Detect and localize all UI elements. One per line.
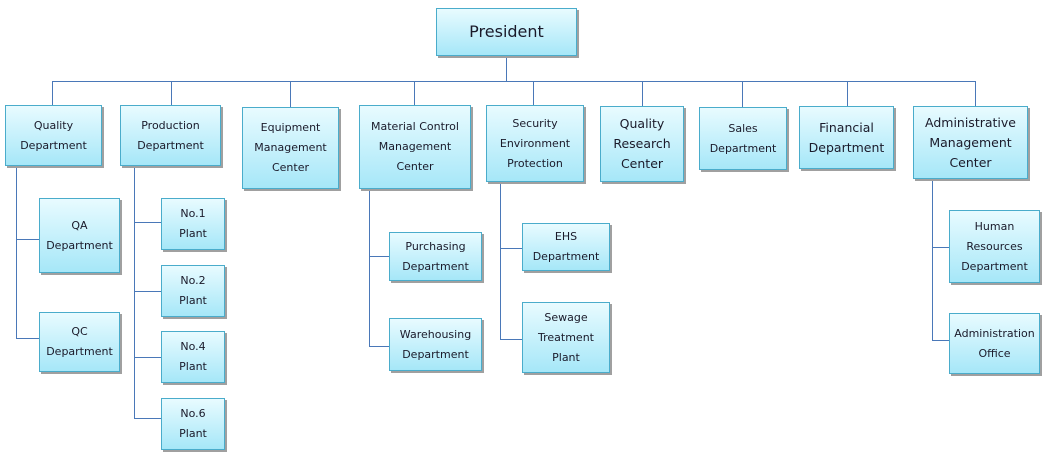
connector <box>847 81 848 106</box>
connector <box>642 81 643 106</box>
node-warehousing-department[interactable]: Warehousing Department <box>389 318 482 371</box>
connector <box>369 256 389 257</box>
connector <box>500 248 522 249</box>
connector <box>369 189 370 346</box>
node-no6-plant[interactable]: No.6 Plant <box>161 398 225 450</box>
node-president[interactable]: President <box>436 8 577 56</box>
node-purchasing-department[interactable]: Purchasing Department <box>389 232 482 281</box>
connector <box>134 291 161 292</box>
node-financial-department[interactable]: Financial Department <box>799 106 894 169</box>
node-qc-department[interactable]: QC Department <box>39 312 120 372</box>
node-administrative-management-center[interactable]: Administrative Management Center <box>913 106 1028 179</box>
connector <box>171 81 172 105</box>
connector <box>52 81 976 82</box>
connector <box>16 239 39 240</box>
connector <box>932 179 933 340</box>
node-ehs-department[interactable]: EHS Department <box>522 223 610 271</box>
node-material-control-management-center[interactable]: Material Control Management Center <box>359 105 471 189</box>
connector <box>52 81 53 105</box>
connector <box>16 338 39 339</box>
node-no2-plant[interactable]: No.2 Plant <box>161 265 225 317</box>
connector <box>134 166 135 418</box>
connector <box>369 346 389 347</box>
connector <box>533 81 534 105</box>
connector <box>932 247 949 248</box>
node-production-department[interactable]: Production Department <box>120 105 221 166</box>
node-no1-plant[interactable]: No.1 Plant <box>161 198 225 250</box>
node-security-environment-protection[interactable]: Security Environment Protection <box>486 105 584 182</box>
connector <box>290 81 291 107</box>
node-equipment-management-center[interactable]: Equipment Management Center <box>242 107 339 189</box>
node-administration-office[interactable]: Administration Office <box>949 313 1040 374</box>
connector <box>506 56 507 81</box>
node-qa-department[interactable]: QA Department <box>39 198 120 273</box>
node-sales-department[interactable]: Sales Department <box>699 107 787 170</box>
node-quality-research-center[interactable]: Quality Research Center <box>600 106 684 182</box>
connector <box>975 81 976 106</box>
connector <box>500 339 522 340</box>
node-quality-department[interactable]: Quality Department <box>5 105 102 166</box>
node-sewage-treatment-plant[interactable]: Sewage Treatment Plant <box>522 302 610 373</box>
connector <box>932 340 949 341</box>
connector <box>414 81 415 105</box>
connector <box>742 81 743 107</box>
node-human-resources-department[interactable]: Human Resources Department <box>949 210 1040 283</box>
node-no4-plant[interactable]: No.4 Plant <box>161 331 225 383</box>
connector <box>134 357 161 358</box>
connector <box>16 166 17 338</box>
connector <box>500 182 501 339</box>
connector <box>134 418 161 419</box>
connector <box>134 222 161 223</box>
